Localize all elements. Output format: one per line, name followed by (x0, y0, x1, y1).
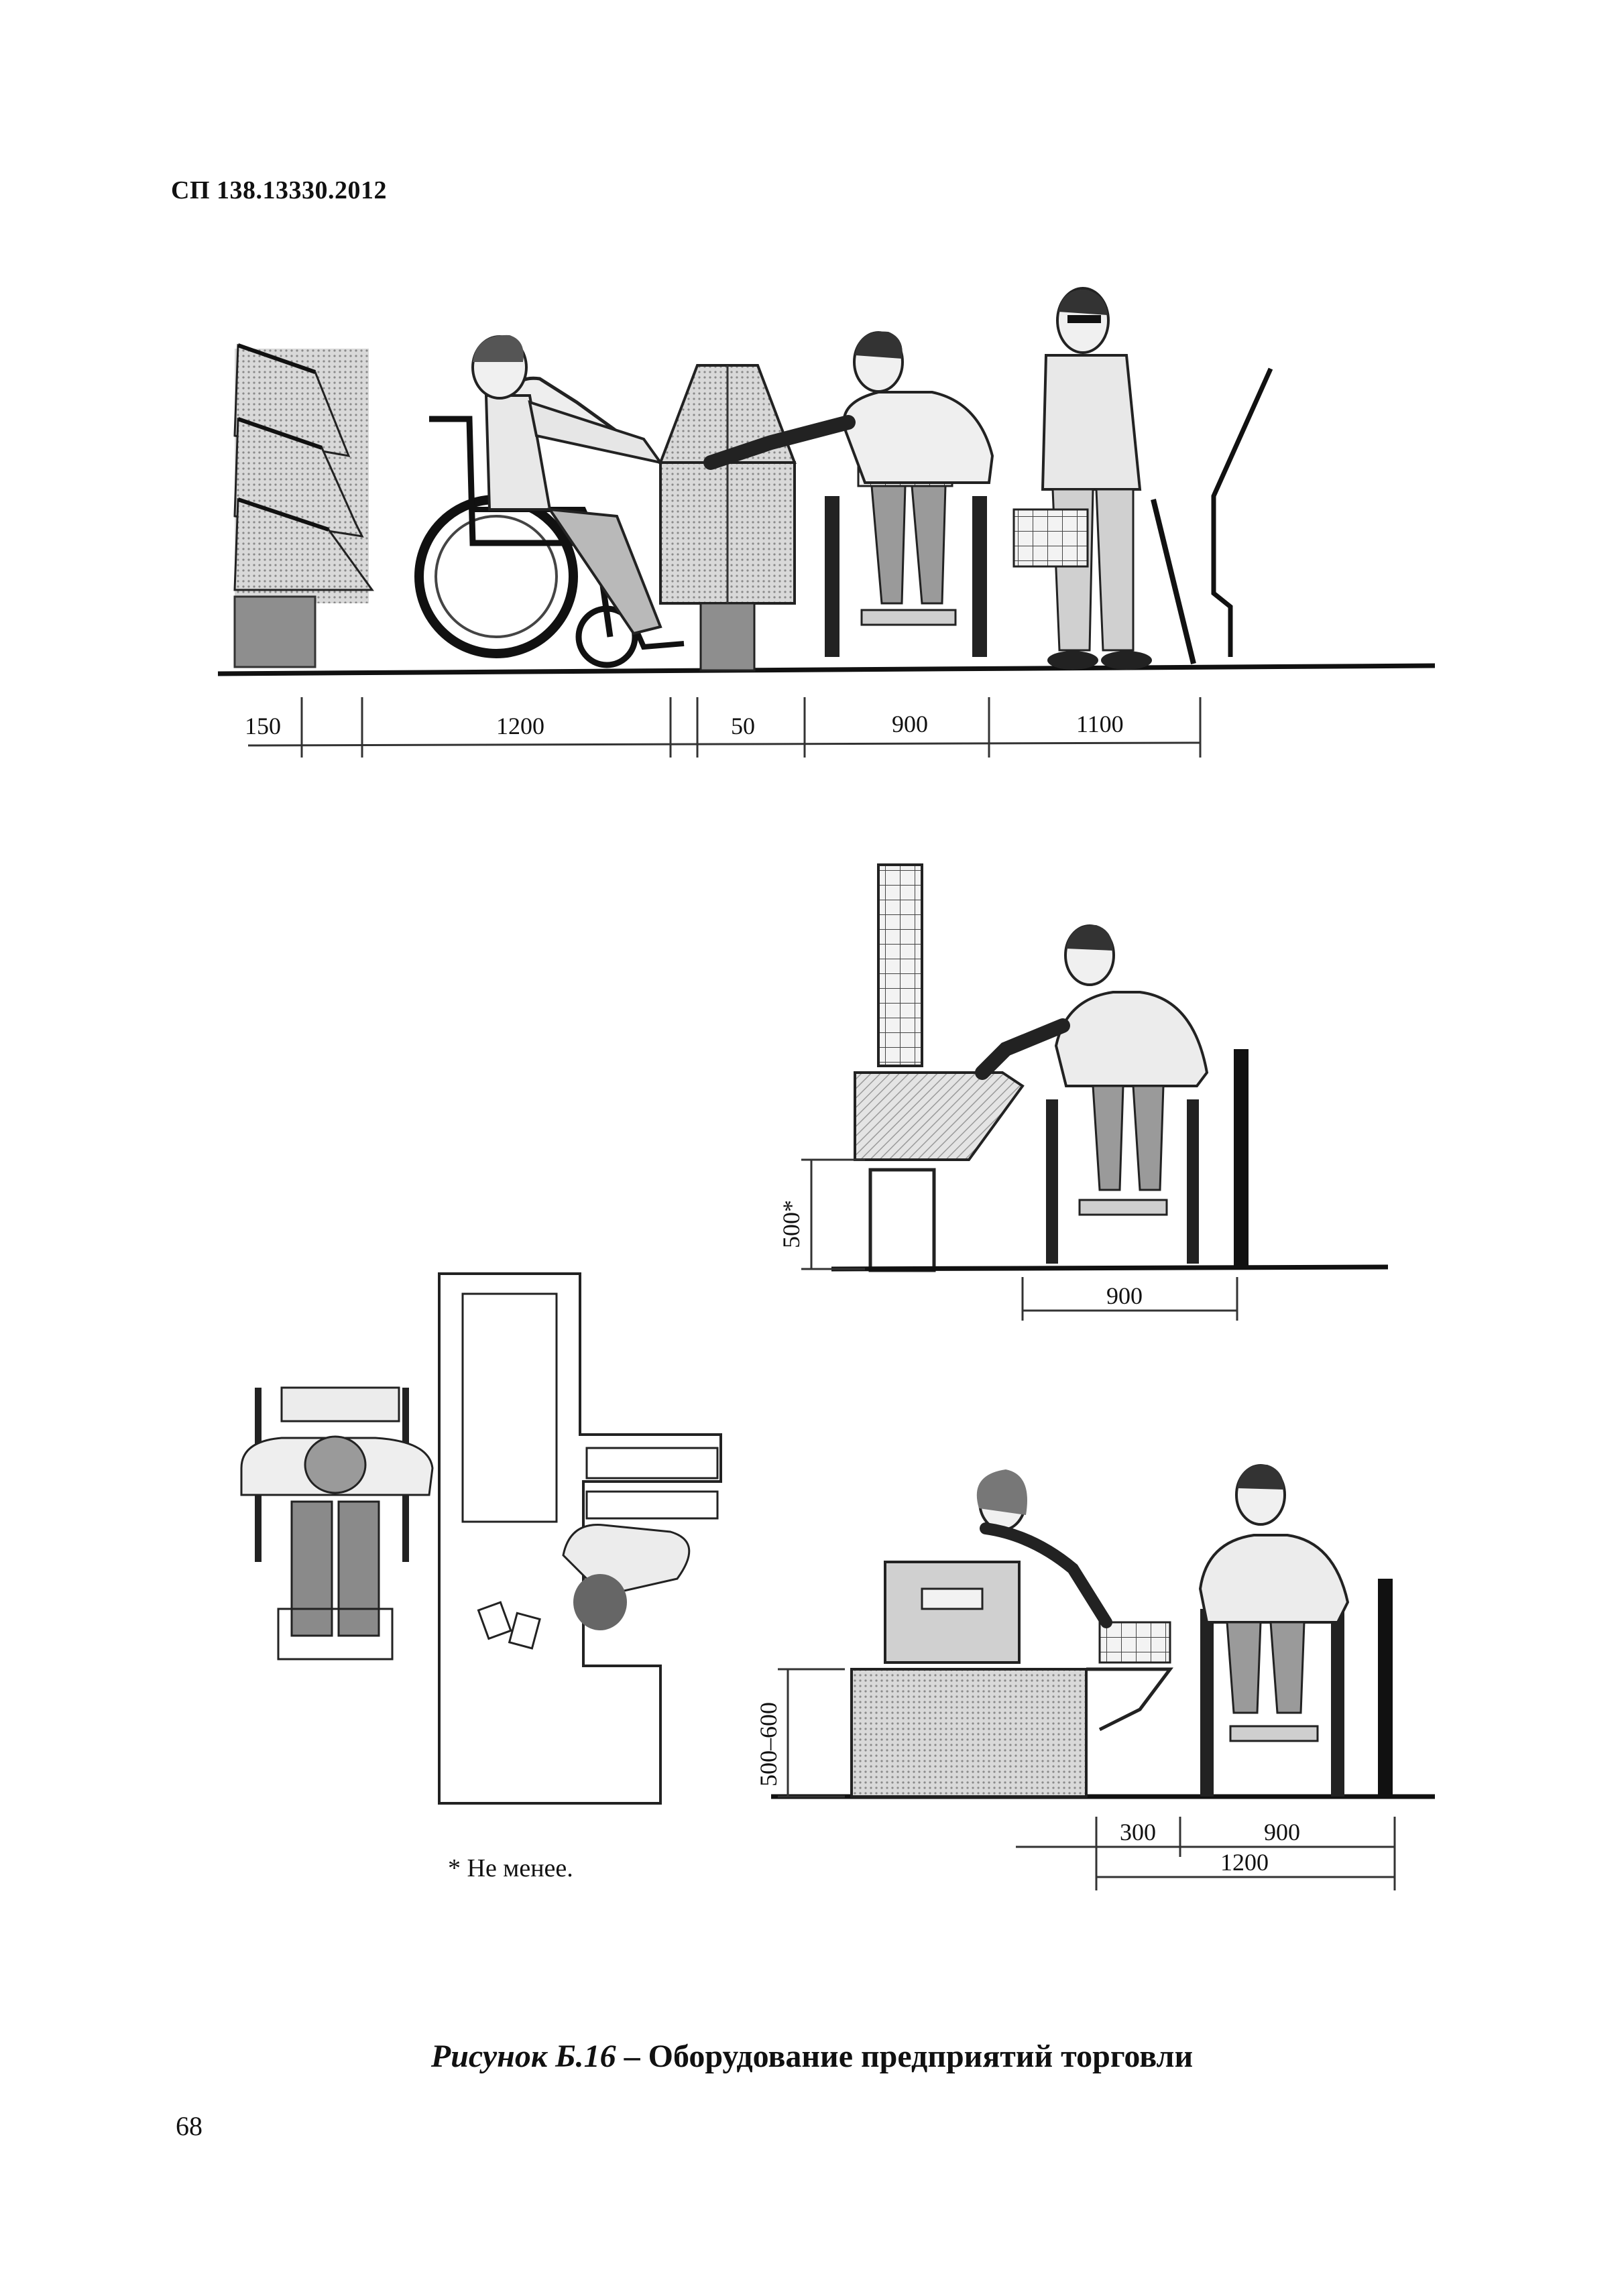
wheelchair-user-front (703, 331, 994, 657)
handrail-barrier (1211, 367, 1273, 657)
dim-1200-checkout: 1200 (1220, 1849, 1269, 1876)
checkout-plan-view (240, 1272, 722, 1805)
dim-50: 50 (731, 713, 755, 739)
dim-300: 300 (1120, 1819, 1156, 1846)
dim-900-checkout: 900 (1264, 1819, 1300, 1846)
aisle-side-view: 150 1200 50 900 1100 (217, 287, 1436, 758)
figure-caption-title: Оборудование предприятий торговли (648, 2039, 1194, 2074)
standing-person-with-cane (1012, 287, 1196, 670)
wheelchair-user-profile (414, 335, 685, 668)
page-number: 68 (176, 2111, 202, 2141)
shelf-reach-view: 500* 900 (778, 863, 1389, 1321)
dim-900-shelf: 900 (1106, 1282, 1143, 1309)
figure-footnote: * Не менее. (448, 1854, 573, 1882)
figure-caption-separator: – (616, 2039, 648, 2074)
dim-500-min: 500* (778, 1200, 805, 1248)
checkout-counter-view: 500–600 300 900 1200 (755, 1464, 1435, 1890)
dim-500-600: 500–600 (755, 1702, 782, 1787)
stepped-shelving-unit (233, 343, 374, 668)
dim-1100: 1100 (1076, 711, 1124, 737)
figure-caption-label: Рисунок Б.16 (430, 2039, 616, 2074)
document-header-code: СП 138.13330.2012 (171, 176, 387, 204)
figure-caption: Рисунок Б.16 – Оборудование предприятий … (0, 2038, 1624, 2075)
dim-1200: 1200 (496, 713, 544, 739)
dimension-chain-top (247, 697, 1202, 758)
dim-150: 150 (245, 713, 281, 739)
display-counter (658, 364, 797, 672)
dim-900: 900 (892, 711, 928, 737)
